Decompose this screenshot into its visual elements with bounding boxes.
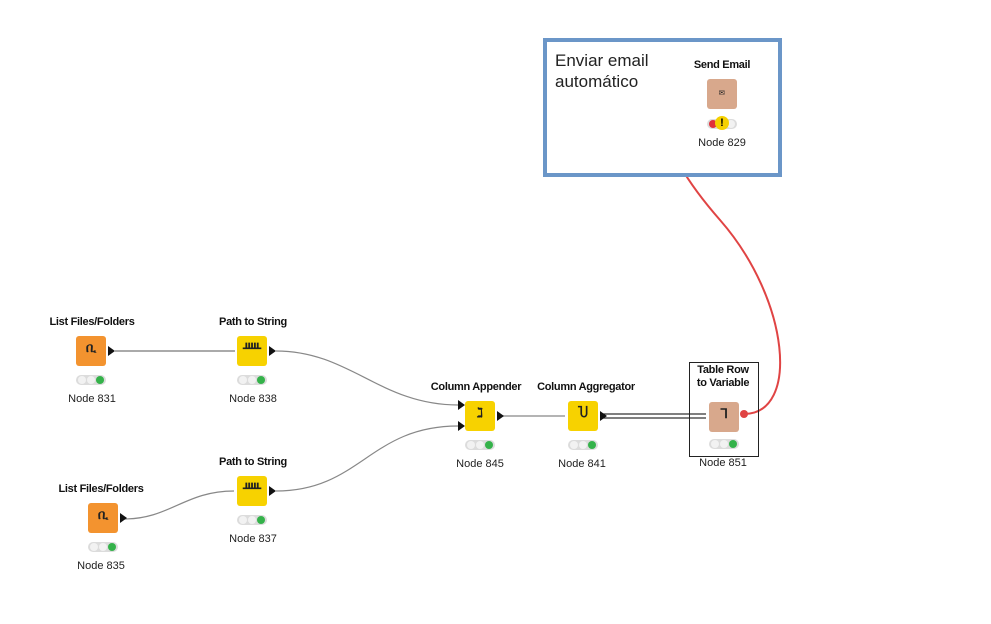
status-indicator bbox=[76, 375, 106, 385]
node-label: Node 841 bbox=[558, 458, 606, 470]
input-port-bottom-icon[interactable] bbox=[458, 421, 465, 431]
path-convert-icon[interactable]: ᚊ bbox=[237, 476, 267, 506]
folder-list-icon[interactable]: ቢ bbox=[88, 503, 118, 533]
connection-838-845[interactable] bbox=[275, 350, 459, 406]
status-indicator bbox=[237, 515, 267, 525]
output-port-icon[interactable] bbox=[269, 486, 276, 496]
status-indicator bbox=[237, 375, 267, 385]
node-title: List Files/Folders bbox=[49, 316, 135, 328]
node-title: Path to String bbox=[219, 456, 287, 468]
status-indicator bbox=[465, 440, 495, 450]
node-title: Send Email bbox=[693, 59, 751, 71]
node-label: Node 831 bbox=[68, 393, 116, 405]
node-label: Node 837 bbox=[229, 533, 277, 545]
output-port-icon[interactable] bbox=[497, 411, 504, 421]
output-port-icon[interactable] bbox=[120, 513, 127, 523]
status-indicator bbox=[709, 439, 739, 449]
node-label: Node 845 bbox=[456, 458, 504, 470]
node-label: Node 838 bbox=[229, 393, 277, 405]
node-title: Column Appender bbox=[430, 381, 522, 393]
path-convert-icon[interactable]: ᚊ bbox=[237, 336, 267, 366]
node-label: Node 829 bbox=[698, 137, 746, 149]
output-port-icon[interactable] bbox=[600, 411, 607, 421]
warning-icon: ! bbox=[715, 116, 729, 130]
row-to-variable-icon[interactable]: ᒣ bbox=[709, 402, 739, 432]
annotation-text: Enviar email automático bbox=[555, 51, 649, 91]
variable-out-port[interactable] bbox=[740, 410, 748, 418]
selection-frame bbox=[689, 362, 759, 457]
connection-835-837[interactable] bbox=[123, 490, 235, 520]
node-title: Table Row to Variable bbox=[696, 364, 750, 389]
column-append-icon[interactable]: ℷ bbox=[465, 401, 495, 431]
node-title: Path to String bbox=[219, 316, 287, 328]
input-port-top-icon[interactable] bbox=[458, 400, 465, 410]
node-label: Node 851 bbox=[699, 457, 747, 469]
connection-837-845[interactable] bbox=[275, 425, 459, 492]
status-indicator bbox=[88, 542, 118, 552]
email-icon[interactable]: ✉ bbox=[707, 79, 737, 109]
connection-841-851[interactable] bbox=[602, 413, 706, 419]
node-title: Column Aggregator bbox=[537, 381, 635, 393]
node-title: List Files/Folders bbox=[58, 483, 144, 495]
workflow-annotation[interactable]: Enviar email automático bbox=[543, 38, 782, 177]
output-port-icon[interactable] bbox=[269, 346, 276, 356]
column-aggregate-icon[interactable]: Ⴎ bbox=[568, 401, 598, 431]
node-label: Node 835 bbox=[77, 560, 125, 572]
output-port-icon[interactable] bbox=[108, 346, 115, 356]
status-indicator bbox=[568, 440, 598, 450]
folder-list-icon[interactable]: ቢ bbox=[76, 336, 106, 366]
